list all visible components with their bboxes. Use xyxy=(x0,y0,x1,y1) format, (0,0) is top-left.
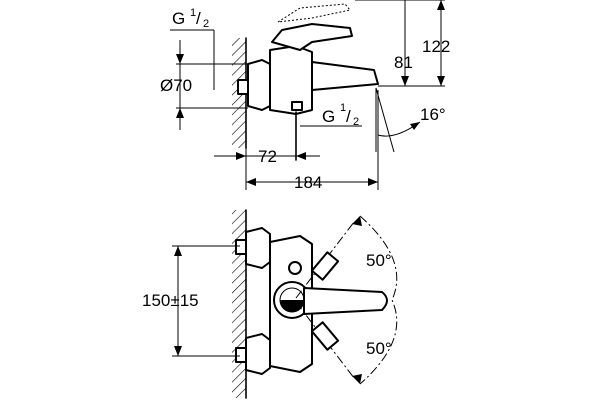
dim122-arrow-top xyxy=(437,0,445,10)
upper-rosette xyxy=(245,227,271,269)
diverter-top xyxy=(288,261,302,275)
g-top-den: 2 xyxy=(203,18,209,30)
cartridge-half xyxy=(280,300,304,312)
lever-ghost-lower xyxy=(310,321,340,351)
side-view: G 1 / 2 Ø70 G 1 / 2 81 122 16° xyxy=(160,0,450,192)
g-out-frac: 1 xyxy=(340,102,346,114)
angle16-label: 16° xyxy=(420,105,446,124)
wall-hatch-bottom xyxy=(232,210,246,398)
angle16-arrow xyxy=(410,122,420,130)
dim122-label: 122 xyxy=(422,37,450,56)
dia70-arrow-top xyxy=(176,54,184,64)
wall-rosette xyxy=(247,59,271,111)
lever-handle xyxy=(271,23,353,51)
g-top-slash: / xyxy=(196,9,201,28)
g-out-den: 2 xyxy=(353,116,359,128)
dim72-label: 72 xyxy=(258,147,277,166)
dim184-label: 184 xyxy=(294,173,322,192)
swing-arrow-lower xyxy=(352,374,362,384)
dim150-arrow-top xyxy=(174,246,182,256)
g-out-slash: / xyxy=(346,107,351,126)
lower-rosette xyxy=(245,333,271,375)
spray-axis-angled xyxy=(375,87,395,153)
swing-arrow-upper xyxy=(352,216,362,226)
dim72-arrow-right xyxy=(296,152,306,160)
dim150-arrow-bottom xyxy=(174,346,182,356)
dim150-label: 150±15 xyxy=(142,291,199,310)
dim184-arrow-right xyxy=(368,178,378,186)
angle50-bottom-label: 50° xyxy=(366,339,392,358)
lever-ghost-outline xyxy=(277,3,351,23)
angle50-top-label: 50° xyxy=(366,251,392,270)
lever-top xyxy=(303,287,388,315)
g-out-label: G xyxy=(322,107,335,126)
dim72-arrow-left xyxy=(236,152,246,160)
dim81-arrow xyxy=(401,76,409,86)
lever-ghost-upper xyxy=(310,251,340,281)
spout xyxy=(311,61,379,91)
g-top-frac: 1 xyxy=(190,7,196,19)
dim122-arrow-bottom xyxy=(437,76,445,86)
g-top-label: G xyxy=(172,9,185,28)
diverter-knob xyxy=(291,101,303,111)
top-view: 50° 50° 150±15 xyxy=(142,209,398,399)
dim81-label: 81 xyxy=(394,53,413,72)
swing-arc xyxy=(359,215,398,385)
dia70-arrow-bottom xyxy=(176,108,184,118)
dia70-label: Ø70 xyxy=(160,76,192,95)
dim184-arrow-left xyxy=(246,178,256,186)
